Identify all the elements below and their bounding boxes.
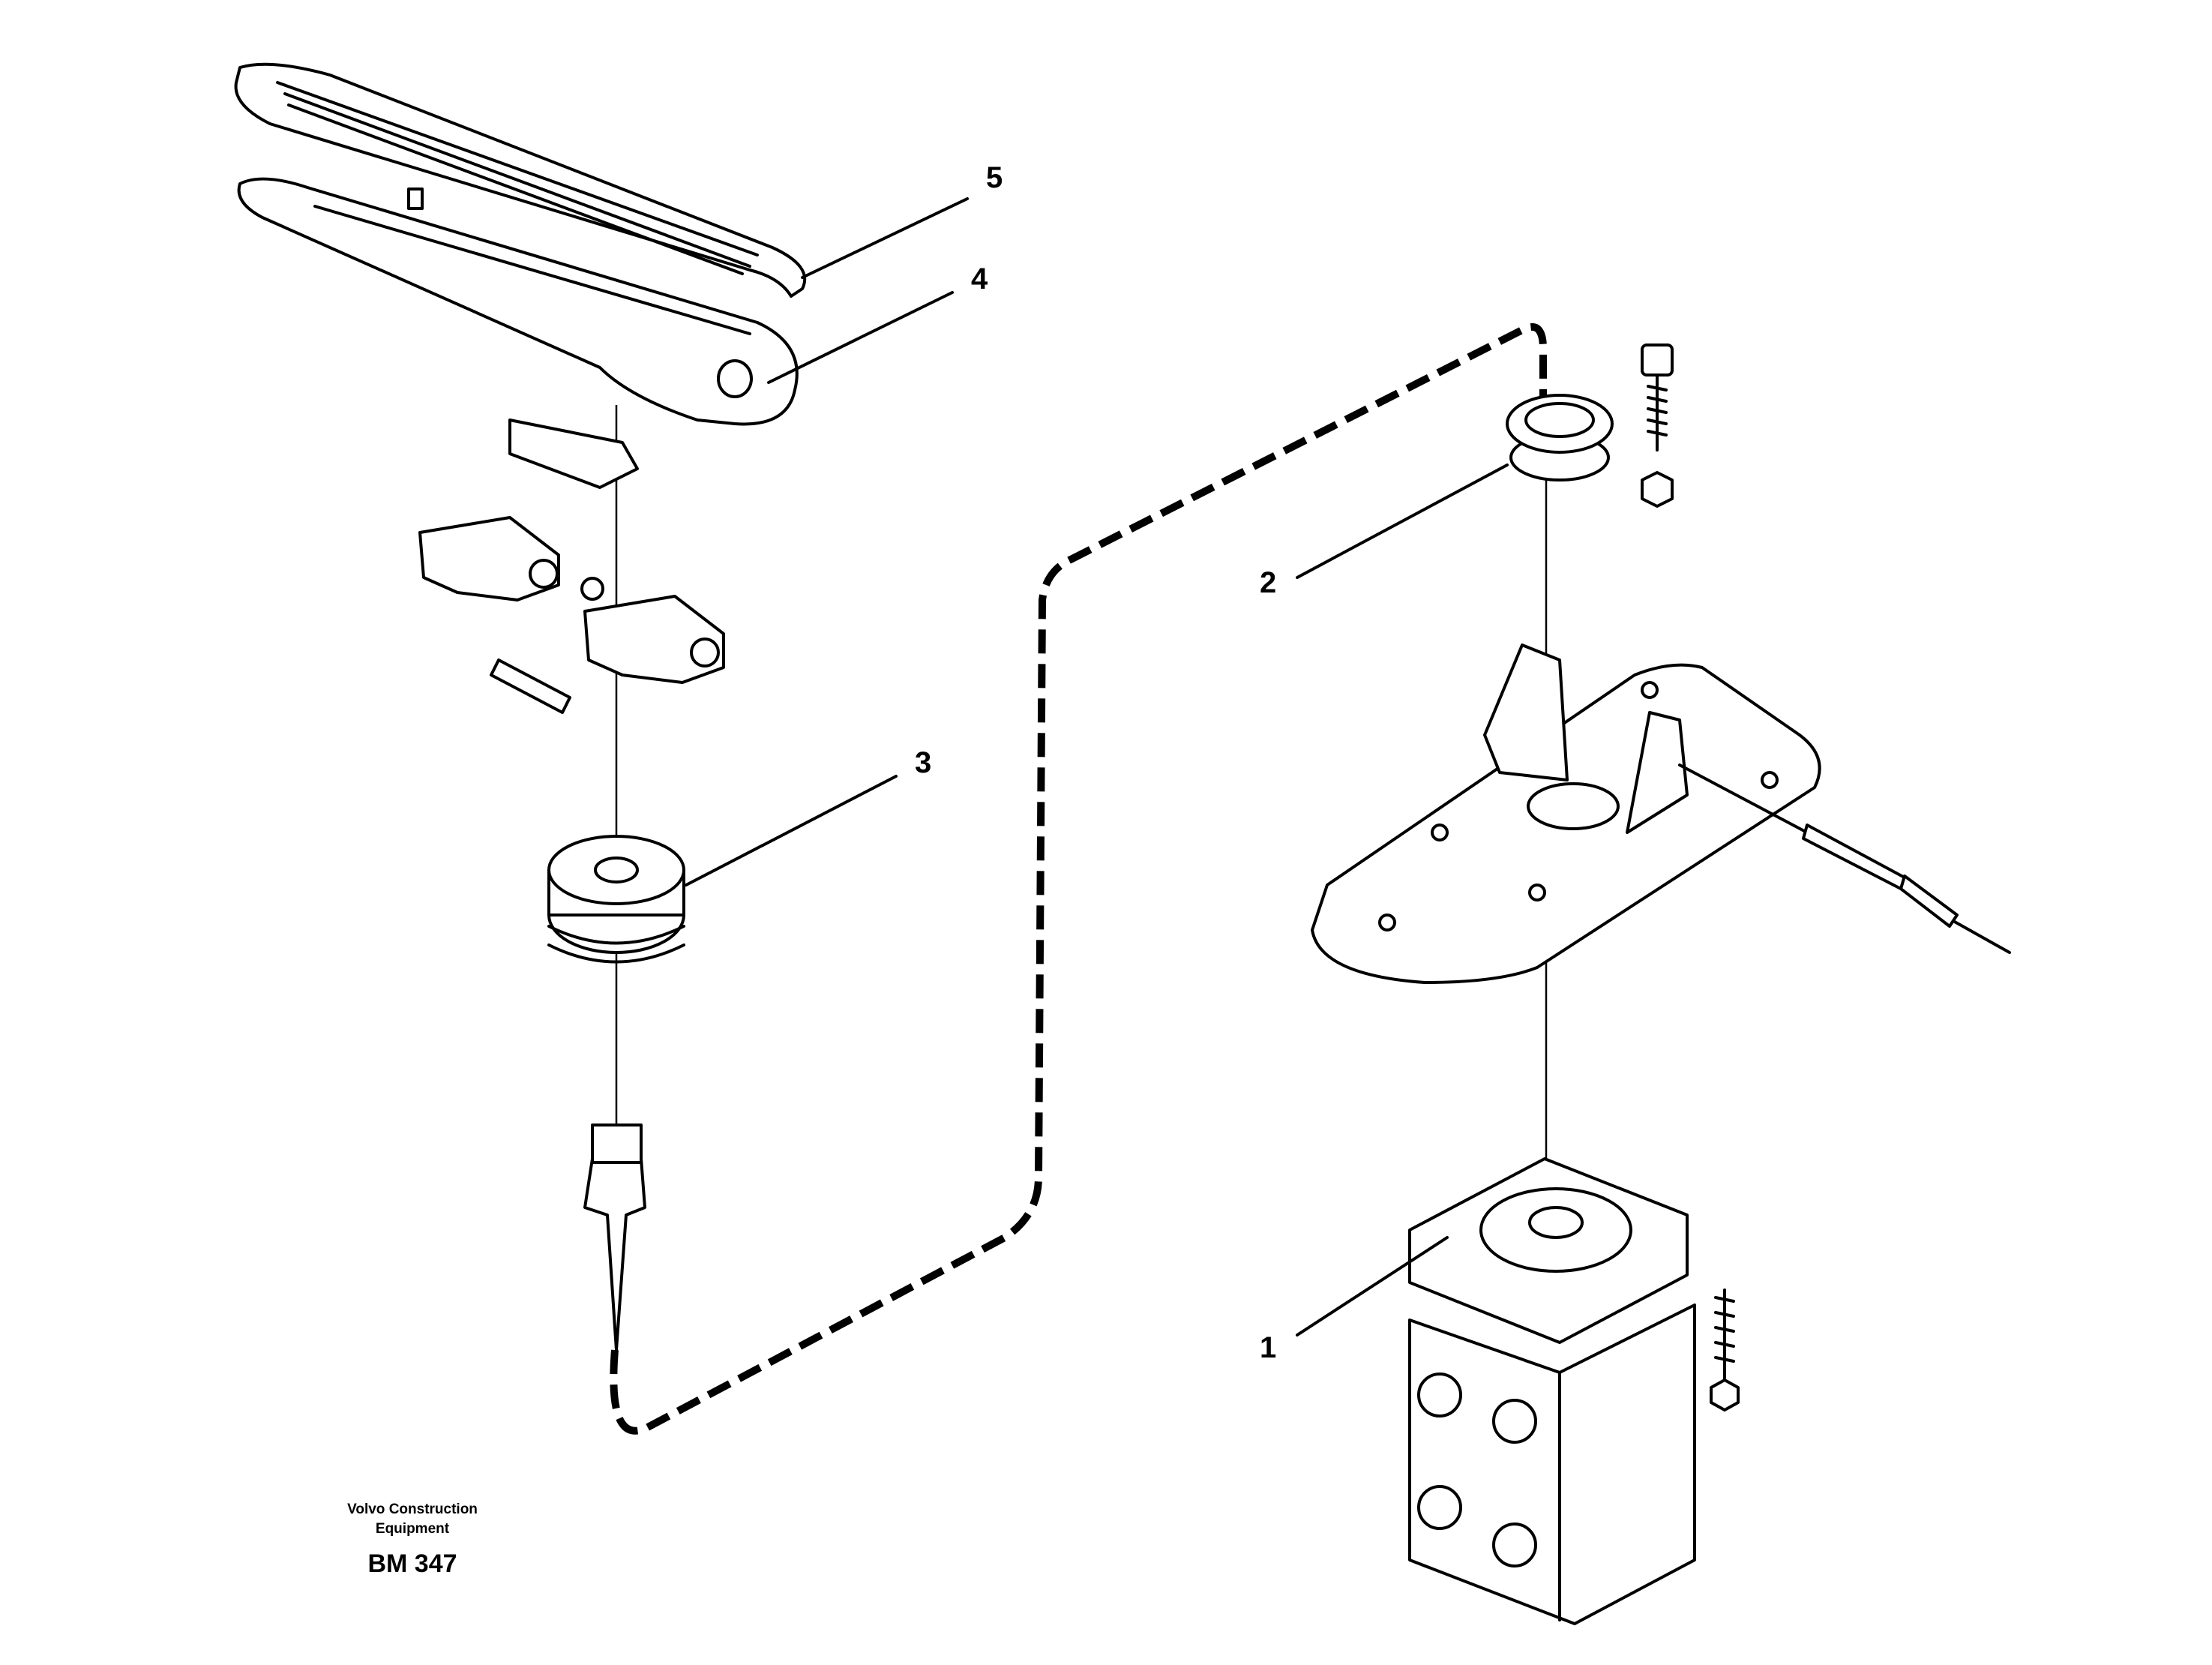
part-label-3: 3 — [915, 746, 931, 779]
pedal-lower-part — [237, 177, 799, 426]
mounting-plate-part — [1311, 644, 1821, 984]
bolt-nut-part — [1641, 344, 1674, 508]
caption-company-line1: Volvo Construction — [347, 1502, 478, 1517]
caption-company-line2: Equipment — [375, 1521, 450, 1537]
leader-line-1 — [1296, 1236, 1449, 1336]
pin-part — [490, 658, 571, 714]
cable-part — [1678, 764, 2011, 954]
rubber-boot-part — [547, 835, 685, 964]
leader-line-4 — [767, 291, 954, 384]
cover-plate-part — [508, 418, 639, 489]
part-label-1: 1 — [1260, 1331, 1276, 1364]
plunger-part — [583, 1124, 646, 1352]
caption-drawing-code: BM 347 — [367, 1550, 457, 1578]
part-label-5: 5 — [986, 161, 1003, 194]
grommet-part — [1506, 394, 1614, 482]
pedal-top-part — [234, 62, 807, 298]
bracket-upper-part — [418, 516, 604, 602]
leader-line-2 — [1296, 464, 1509, 579]
part-label-4: 4 — [971, 262, 988, 296]
bracket-lower-part — [583, 595, 725, 684]
leader-line-3 — [685, 775, 898, 886]
brake-valve-part — [1408, 1157, 1696, 1625]
small-bolt-part — [1710, 1288, 1740, 1412]
part-label-2: 2 — [1260, 566, 1276, 599]
dashed-hose-line — [610, 322, 1547, 1435]
leader-line-5 — [801, 197, 969, 279]
diagram-caption: Volvo Construction Equipment BM 347 — [315, 1500, 510, 1579]
